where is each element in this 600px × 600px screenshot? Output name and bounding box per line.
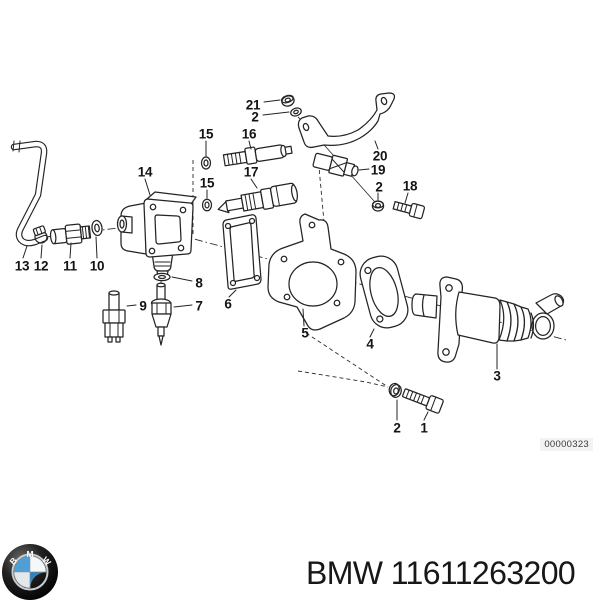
part-callout-17: 17 — [243, 164, 259, 180]
image-number-watermark: 00000323 — [540, 438, 593, 451]
washer-2-top — [290, 107, 302, 117]
part-callout-2: 2 — [251, 109, 259, 125]
part-callout-15: 15 — [199, 175, 215, 191]
bolt-1 — [401, 388, 444, 414]
sensor-19 — [312, 152, 359, 177]
fitting-11 — [49, 223, 92, 245]
nut-21 — [280, 94, 295, 107]
part-callout-5: 5 — [301, 325, 309, 341]
washer-8 — [153, 272, 171, 282]
part-callout-9: 9 — [139, 298, 147, 314]
leader-lines — [22, 99, 498, 421]
part-callout-14: 14 — [137, 164, 153, 180]
gasket-4 — [359, 255, 409, 329]
part-callout-2: 2 — [393, 420, 401, 436]
part-callout-13: 13 — [14, 258, 30, 274]
sensor-9 — [102, 290, 126, 343]
part-callout-3: 3 — [493, 368, 501, 384]
washer-15-upper — [200, 156, 212, 170]
part-callout-10: 10 — [89, 258, 105, 274]
gasket-6 — [222, 214, 262, 290]
sensor-16 — [222, 144, 293, 167]
bmw-logo: B M W — [2, 544, 58, 600]
valve-body-14 — [116, 191, 197, 278]
bolt-18 — [392, 200, 426, 220]
sensor-7 — [150, 282, 172, 346]
part-callout-4: 4 — [366, 336, 374, 352]
part-callout-20: 20 — [372, 148, 388, 164]
part-callout-11: 11 — [63, 258, 77, 274]
bracket-5 — [267, 213, 357, 331]
washer-15-lower — [201, 198, 213, 212]
part-callout-19: 19 — [370, 162, 386, 178]
part-callout-6: 6 — [224, 296, 232, 312]
part-callout-2: 2 — [375, 179, 383, 195]
bracket-20 — [297, 92, 396, 149]
part-callout-7: 7 — [195, 298, 203, 314]
part-callout-16: 16 — [241, 126, 257, 142]
washer-10 — [91, 219, 103, 237]
part-number-caption: BMW 11611263200 — [306, 555, 576, 591]
part-callout-12: 12 — [33, 258, 49, 274]
part-callout-15: 15 — [198, 126, 214, 142]
nut-2-mid — [371, 200, 385, 212]
part-callout-18: 18 — [402, 178, 418, 194]
logo-letter-m: M — [26, 549, 33, 559]
part-callout-1: 1 — [420, 420, 428, 436]
logo-letter-b: B — [8, 555, 20, 566]
hose-13 — [10, 140, 49, 247]
washer-2-bottom — [388, 382, 402, 398]
valve-3 — [411, 276, 565, 363]
sensor-17 — [217, 182, 299, 214]
part-callout-21: 21 — [245, 97, 261, 113]
hose-clamp-12 — [32, 225, 48, 244]
part-callout-8: 8 — [195, 275, 203, 291]
